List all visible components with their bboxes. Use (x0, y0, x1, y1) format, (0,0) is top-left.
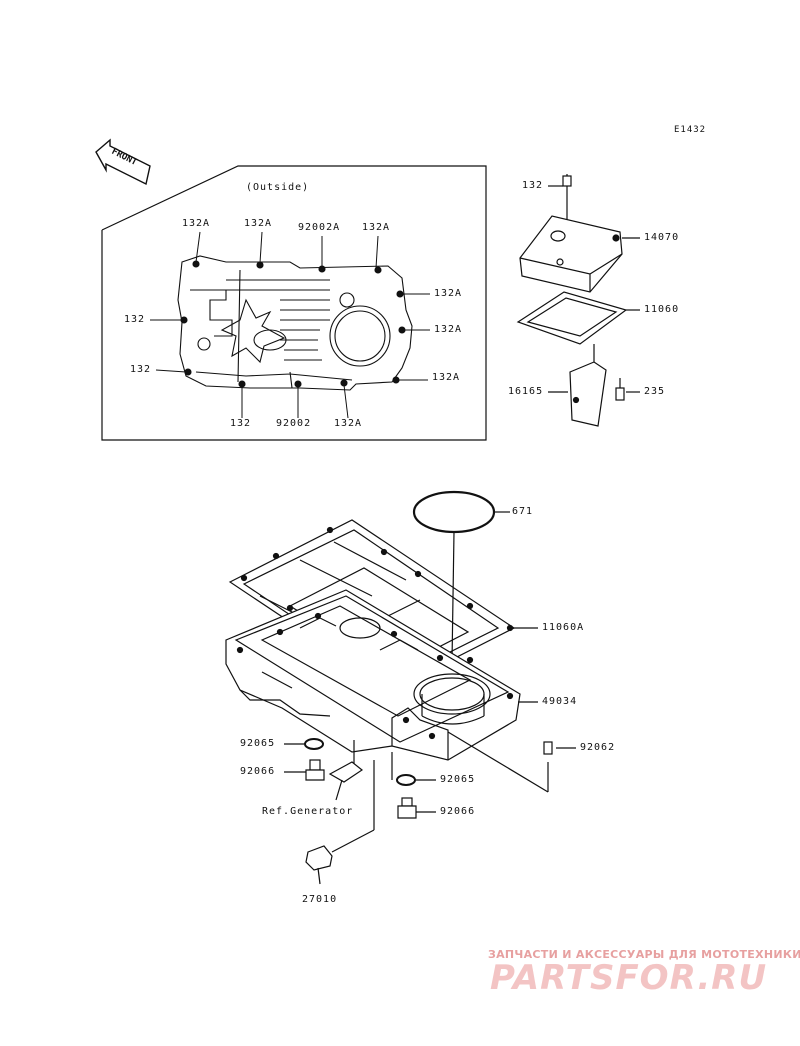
callout-132a-7: 132A (334, 418, 363, 429)
o-ring-drawing (412, 490, 510, 663)
callout-132a-6: 132A (432, 372, 461, 383)
watermark-tagline: ЗАПЧАСТИ И АКСЕССУАРЫ ДЛЯ МОТОТЕХНИКИ (488, 948, 800, 961)
callout-132a-1: 132A (182, 218, 211, 229)
callout-plug-92062: 92062 (580, 742, 616, 753)
callout-switch-27010: 27010 (302, 894, 338, 905)
callout-132a-4: 132A (434, 288, 463, 299)
callout-bolt-132: 132 (522, 180, 544, 191)
callout-gasket-11060: 11060 (644, 304, 680, 315)
callout-ref-generator: Ref.Generator (262, 806, 354, 817)
front-arrow-icon: FRONT (95, 138, 151, 186)
inset-leaders (150, 231, 430, 419)
oil-pan-drawing (225, 589, 549, 853)
callout-cover-14070: 14070 (644, 232, 680, 243)
watermark-logo: PARTSFOR.RU (490, 958, 768, 998)
callout-132-2: 132 (130, 364, 152, 375)
callout-132a-5: 132A (434, 324, 463, 335)
callout-pan-49034: 49034 (542, 696, 578, 707)
callout-bracket-16165: 16165 (508, 386, 544, 397)
fasteners-drawing (284, 738, 576, 885)
crankcase-outside-drawing (177, 255, 413, 391)
callout-132a-3: 132A (362, 222, 391, 233)
callout-92002a: 92002A (298, 222, 341, 233)
callout-132-1: 132 (124, 314, 146, 325)
inset-title: (Outside) (246, 182, 310, 193)
cover-assembly-drawing (516, 174, 640, 427)
callout-132-3: 132 (230, 418, 252, 429)
callout-gasket-11060a: 11060A (542, 622, 585, 633)
callout-washer-92065-2: 92065 (440, 774, 476, 785)
callout-92002: 92002 (276, 418, 312, 429)
callout-washer-92065-1: 92065 (240, 738, 276, 749)
callout-screw-235: 235 (644, 386, 666, 397)
callout-oring-671: 671 (512, 506, 534, 517)
inset-frame (101, 165, 487, 441)
callout-plug-92066-1: 92066 (240, 766, 276, 777)
callout-132a-2: 132A (244, 218, 273, 229)
callout-plug-92066-2: 92066 (440, 806, 476, 817)
diagram-code: E1432 (674, 125, 707, 135)
